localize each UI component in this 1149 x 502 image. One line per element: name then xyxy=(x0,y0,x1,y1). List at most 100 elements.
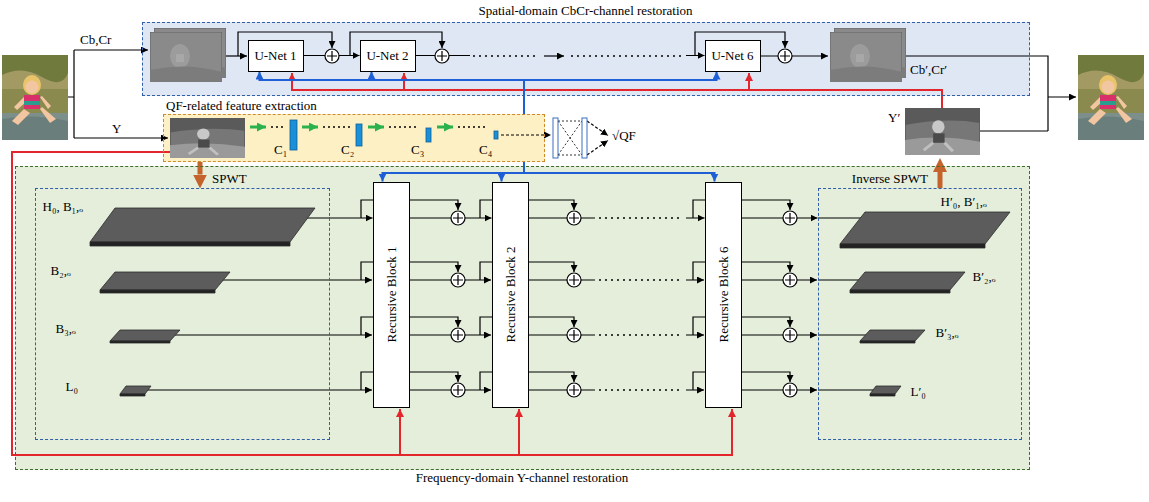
conv-arrow xyxy=(250,126,453,129)
signal-wire xyxy=(742,334,817,335)
output-label: √QF xyxy=(612,128,636,143)
signal-wire xyxy=(587,121,608,136)
sum-node xyxy=(451,328,465,342)
node-label: B′₃,ₒ xyxy=(936,325,959,340)
label-anchor: √QF xyxy=(612,128,636,143)
subband-slab xyxy=(100,290,215,293)
sum-node xyxy=(567,273,581,287)
transform-arrow xyxy=(938,172,943,188)
feature-label: C₂ xyxy=(341,142,354,157)
sum-node xyxy=(451,383,465,397)
signal-wire xyxy=(74,137,168,138)
ellipsis-dots xyxy=(324,126,350,128)
luma-wire xyxy=(748,73,750,90)
ellipsis-dots xyxy=(600,389,682,391)
sum-node xyxy=(567,211,581,225)
label-anchor: Y′ xyxy=(888,110,900,125)
recursive-block: Recursive Block 6 xyxy=(705,182,742,408)
sum-node xyxy=(783,211,797,225)
node-label: B₂,ₒ xyxy=(51,263,71,278)
subband-slab xyxy=(110,330,180,341)
subband-slab xyxy=(90,208,1010,396)
signal-wire xyxy=(742,279,817,280)
ellipsis-dots xyxy=(272,126,488,128)
ellipsis-dots xyxy=(600,279,682,281)
gap-patch xyxy=(470,51,686,61)
signal-wire xyxy=(558,121,582,155)
node-title: Frequency-domain Y-channel restoration xyxy=(16,470,1028,485)
connector-arrow xyxy=(524,72,717,115)
recursive-block: Recursive Block 1 xyxy=(373,182,410,408)
subband-slab xyxy=(100,272,230,290)
sum-node xyxy=(567,383,581,397)
subband-slab xyxy=(870,386,901,394)
edge-label: SPWT xyxy=(212,171,247,186)
signal-wire xyxy=(501,134,551,135)
sum-node xyxy=(783,383,797,397)
ellipsis-dots xyxy=(572,55,682,57)
signal-wire xyxy=(544,55,564,56)
luma-wire xyxy=(12,152,732,455)
channel-thumbnail xyxy=(150,32,222,82)
panel-fill xyxy=(15,22,1030,470)
conv-arrow xyxy=(437,126,453,129)
node-title: Recursive Block 6 xyxy=(716,246,731,342)
transform-label: Inverse SPWT xyxy=(852,171,928,186)
subband-slab xyxy=(860,330,925,341)
gap-patch xyxy=(595,330,686,340)
luma-wire xyxy=(518,409,520,455)
subband-slab xyxy=(860,341,915,343)
feature-map-bar xyxy=(290,120,498,150)
label-anchor: Inverse SPWT xyxy=(852,171,928,186)
region-panel: Frequency-domain Y-channel restorationH₀… xyxy=(15,166,1030,470)
label-anchor: C₄ xyxy=(479,142,492,157)
recursive-block: Recursive Block 2 xyxy=(492,182,529,408)
subband-slab xyxy=(840,244,985,248)
node-label: B₃,ₒ xyxy=(56,321,76,336)
gap-patch xyxy=(595,385,686,395)
photo-image xyxy=(1078,55,1144,140)
photo-image xyxy=(2,55,68,140)
sum-node xyxy=(567,328,581,342)
panel-fill xyxy=(163,114,545,162)
channel-thumbnail xyxy=(830,32,902,82)
signal-wire xyxy=(544,55,564,56)
signal-wire xyxy=(226,55,247,56)
sum-node xyxy=(783,273,797,287)
node-label: H₀, B₁,ₒ xyxy=(43,199,84,214)
node-label: L₀ xyxy=(66,379,78,394)
ellipsis-dots xyxy=(600,217,682,219)
label-anchor: Cb,Cr xyxy=(80,32,111,47)
luma-wire xyxy=(403,73,405,90)
fc-layer xyxy=(582,118,587,158)
feature-label: C₁ xyxy=(274,142,287,157)
node-label: L′₀ xyxy=(911,384,926,399)
connector-arrow xyxy=(524,162,715,182)
connector-arrow xyxy=(198,162,203,175)
channel-label: Y xyxy=(112,121,121,136)
conv-arrow xyxy=(302,126,318,129)
connector-arrow xyxy=(330,217,373,218)
luma-wire xyxy=(399,409,401,455)
unet-box: U-Net 1 xyxy=(248,40,304,72)
feature-map-bar xyxy=(356,124,362,146)
subband-slab xyxy=(850,290,950,293)
node-title: Recursive Block 1 xyxy=(384,246,399,342)
connector-arrow xyxy=(502,162,525,182)
conv-arrow xyxy=(368,126,384,129)
channel-label: Cb′,Cr′ xyxy=(910,62,947,77)
connector-arrow xyxy=(742,217,818,218)
node-title: U-Net 2 xyxy=(366,48,408,63)
subband-slab xyxy=(110,341,170,343)
feature-label: C₄ xyxy=(479,142,492,157)
connector-arrow xyxy=(383,162,525,182)
fc-layer xyxy=(553,118,558,158)
node-label: H′₀, B′₁,ₒ xyxy=(941,194,987,209)
sum-node xyxy=(783,328,797,342)
ellipsis-dots xyxy=(272,126,284,128)
sum-node xyxy=(325,49,339,63)
